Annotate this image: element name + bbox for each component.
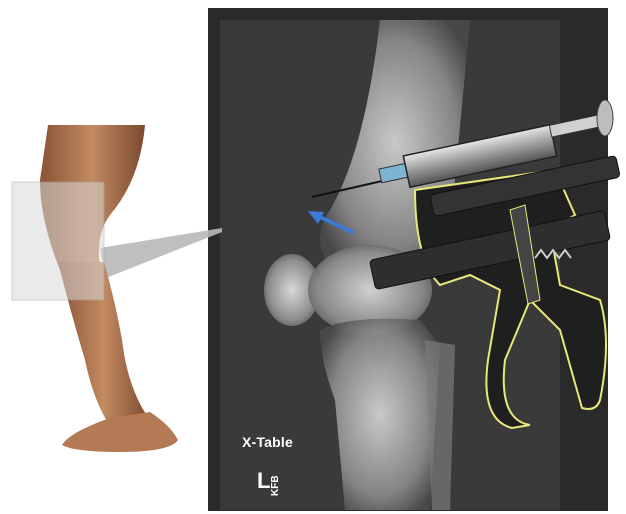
callout-connector: [100, 228, 222, 278]
syringe-thumb-rest: [597, 100, 613, 136]
xray-view-label: X-Table: [242, 434, 293, 450]
leg-foot: [62, 412, 178, 452]
xray-side-marker: L: [257, 470, 270, 492]
leg-illustration-icon: [12, 125, 178, 452]
xray-tech-initials: KFB: [270, 475, 281, 496]
knee-highlight-box: [12, 182, 104, 300]
